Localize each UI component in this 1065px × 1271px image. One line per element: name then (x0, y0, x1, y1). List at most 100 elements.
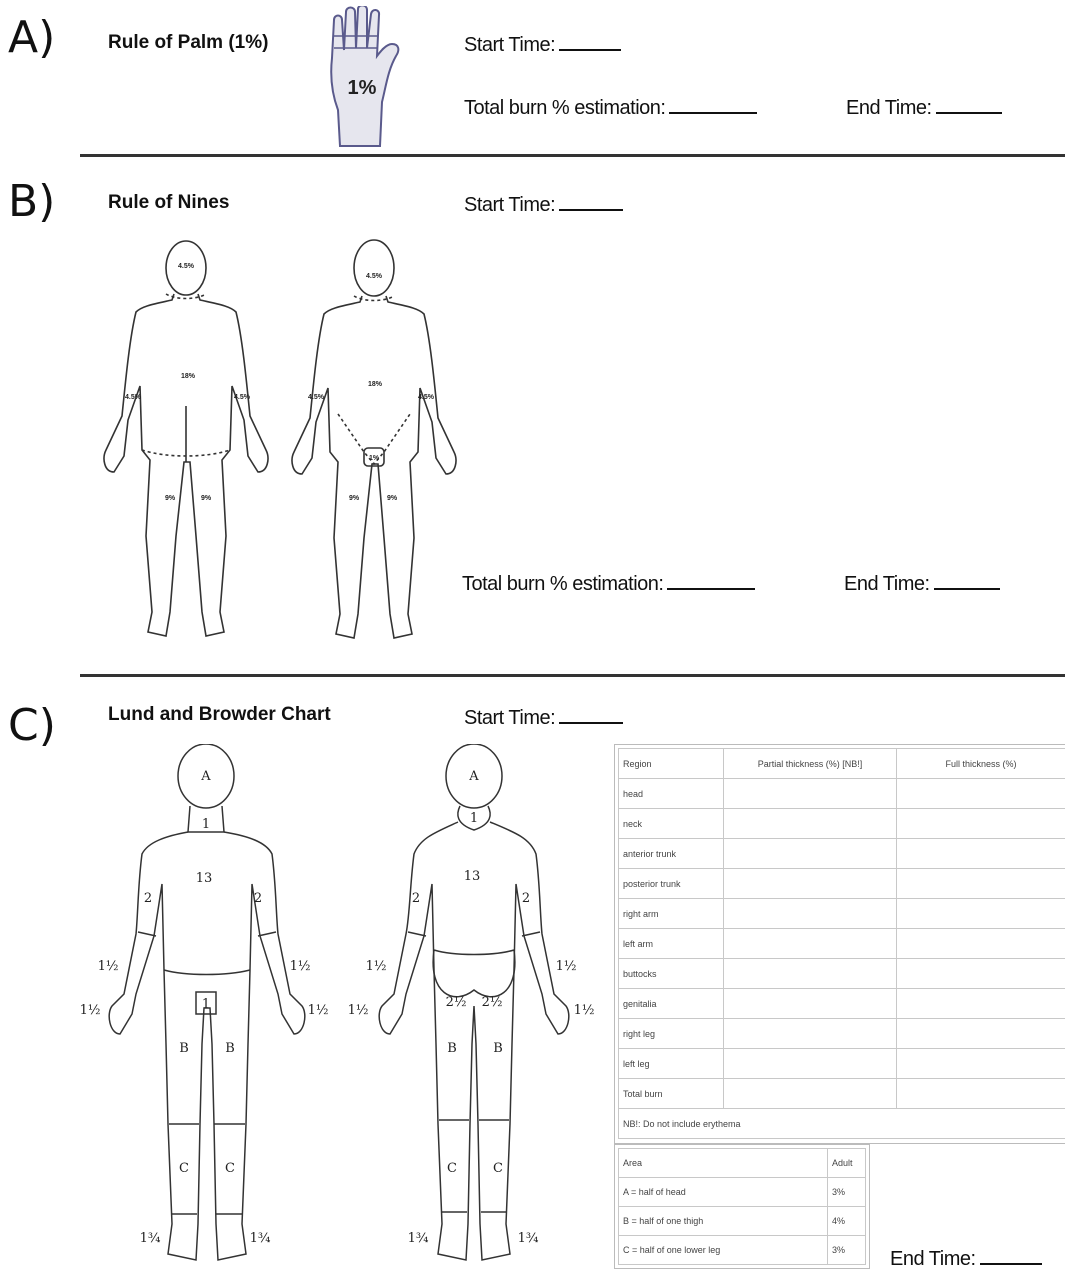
back-trunk-label: 18% (181, 373, 196, 380)
palm-percent-label: 1% (348, 77, 377, 99)
total-burn-label: Total burn % estimation: (462, 573, 663, 595)
region-table-box: Region Partial thickness (%) [NB!] Full … (614, 744, 1065, 1144)
lb-front-hand-left: 1½ (80, 1003, 101, 1018)
full-thickness-cell[interactable] (897, 1019, 1065, 1049)
section-b-total-burn[interactable]: Total burn % estimation: (462, 570, 755, 596)
section-b-title: Rule of Nines (108, 192, 229, 214)
section-b-start-time[interactable]: Start Time: (464, 191, 623, 217)
lb-front-neck-label: 1 (202, 817, 210, 832)
lb-front-hand-right: 1½ (308, 1003, 329, 1018)
region-label: anterior trunk (619, 839, 724, 869)
total-burn-label: Total burn % estimation: (464, 97, 665, 119)
section-c-title: Lund and Browder Chart (108, 704, 331, 726)
lb-front-head-label: A (200, 769, 211, 784)
full-thickness-cell[interactable] (897, 929, 1065, 959)
area-value: 3% (828, 1178, 866, 1207)
area-label: C = half of one lower leg (619, 1236, 828, 1265)
partial-thickness-cell[interactable] (724, 899, 897, 929)
end-time-blank[interactable] (980, 1245, 1042, 1265)
full-thickness-cell[interactable] (897, 1049, 1065, 1079)
table-header-cell: Region (619, 749, 724, 779)
lb-back-thigh-right: B (493, 1041, 503, 1056)
lb-back-buttock-left: 2½ (446, 995, 467, 1010)
region-label: buttocks (619, 959, 724, 989)
partial-thickness-cell[interactable] (724, 839, 897, 869)
start-time-label: Start Time: (464, 194, 555, 216)
area-label: B = half of one thigh (619, 1207, 828, 1236)
total-burn-blank[interactable] (667, 570, 755, 590)
full-thickness-cell[interactable] (897, 809, 1065, 839)
section-c-end-time[interactable]: End Time: (890, 1245, 1042, 1271)
section-b-end-time[interactable]: End Time: (844, 570, 1000, 596)
lb-back-neck-label: 1 (470, 811, 478, 826)
full-thickness-cell[interactable] (897, 869, 1065, 899)
region-label: left leg (619, 1049, 724, 1079)
full-thickness-cell[interactable] (897, 839, 1065, 869)
lb-back-upper-arm-left: 2 (412, 891, 420, 906)
lund-browder-back-figure: A 1 13 2 2 1½ 1½ 1½ 1½ 2½ 2½ B B C C 1¾ … (344, 744, 606, 1271)
front-left-leg-label: 9% (349, 495, 360, 502)
table-row: posterior trunk (619, 869, 1065, 899)
start-time-blank[interactable] (559, 31, 621, 51)
partial-thickness-cell[interactable] (724, 989, 897, 1019)
full-thickness-cell[interactable] (897, 959, 1065, 989)
section-divider (80, 154, 1065, 157)
rule-of-nines-front-figure: 4.5% 18% 4.5% 4.5% 1% 9% 9% (278, 236, 464, 650)
partial-thickness-cell[interactable] (724, 929, 897, 959)
lb-front-trunk-label: 13 (196, 871, 213, 886)
front-trunk-label: 18% (368, 381, 383, 388)
partial-thickness-cell[interactable] (724, 869, 897, 899)
table-note-row: NB!: Do not include erythema (619, 1109, 1065, 1139)
lb-back-lower-leg-left: C (447, 1161, 457, 1176)
table-row: right arm (619, 899, 1065, 929)
table-row: right leg (619, 1019, 1065, 1049)
lund-browder-front-figure: A 1 13 2 2 1½ 1½ 1½ 1½ 1 B B C C 1¾ 1¾ (76, 744, 338, 1271)
full-thickness-cell[interactable] (897, 899, 1065, 929)
partial-thickness-cell[interactable] (724, 1019, 897, 1049)
table-header-cell: Area (619, 1149, 828, 1178)
lb-back-forearm-right: 1½ (556, 959, 577, 974)
region-label: posterior trunk (619, 869, 724, 899)
partial-thickness-cell[interactable] (724, 779, 897, 809)
section-divider (80, 674, 1065, 677)
partial-thickness-cell[interactable] (724, 1049, 897, 1079)
partial-thickness-cell[interactable] (724, 809, 897, 839)
lb-front-lower-leg-left: C (179, 1161, 189, 1176)
table-row: buttocks (619, 959, 1065, 989)
region-label: head (619, 779, 724, 809)
full-thickness-cell[interactable] (897, 989, 1065, 1019)
back-left-arm-label: 4.5% (125, 394, 142, 401)
lb-back-upper-arm-right: 2 (522, 891, 530, 906)
section-a-start-time[interactable]: Start Time: (464, 31, 621, 57)
end-time-blank[interactable] (934, 570, 1000, 590)
back-head-label: 4.5% (178, 263, 195, 270)
table-row: genitalia (619, 989, 1065, 1019)
section-b-letter: B) (8, 176, 55, 227)
lb-back-foot-right: 1¾ (518, 1231, 539, 1246)
lb-back-trunk-label: 13 (464, 869, 481, 884)
table-header-row: Area Adult (619, 1149, 866, 1178)
rule-of-nines-back-figure: 4.5% 18% 4.5% 4.5% 9% 9% (96, 236, 280, 648)
section-a-end-time[interactable]: End Time: (846, 94, 1002, 120)
full-thickness-cell[interactable] (897, 779, 1065, 809)
region-table: Region Partial thickness (%) [NB!] Full … (618, 748, 1065, 1139)
back-left-leg-label: 9% (165, 495, 176, 502)
area-value: 3% (828, 1236, 866, 1265)
end-time-blank[interactable] (936, 94, 1002, 114)
partial-thickness-cell[interactable] (724, 959, 897, 989)
section-c-start-time[interactable]: Start Time: (464, 704, 623, 730)
start-time-blank[interactable] (559, 191, 623, 211)
section-a-title: Rule of Palm (1%) (108, 32, 268, 54)
lb-back-lower-leg-right: C (493, 1161, 503, 1176)
start-time-blank[interactable] (559, 704, 623, 724)
front-right-leg-label: 9% (387, 495, 398, 502)
total-burn-blank[interactable] (669, 94, 757, 114)
section-a-total-burn[interactable]: Total burn % estimation: (464, 94, 757, 120)
full-thickness-cell[interactable] (897, 1079, 1065, 1109)
lb-back-forearm-left: 1½ (366, 959, 387, 974)
region-label: right leg (619, 1019, 724, 1049)
front-head-label: 4.5% (366, 273, 383, 280)
partial-thickness-cell[interactable] (724, 1079, 897, 1109)
